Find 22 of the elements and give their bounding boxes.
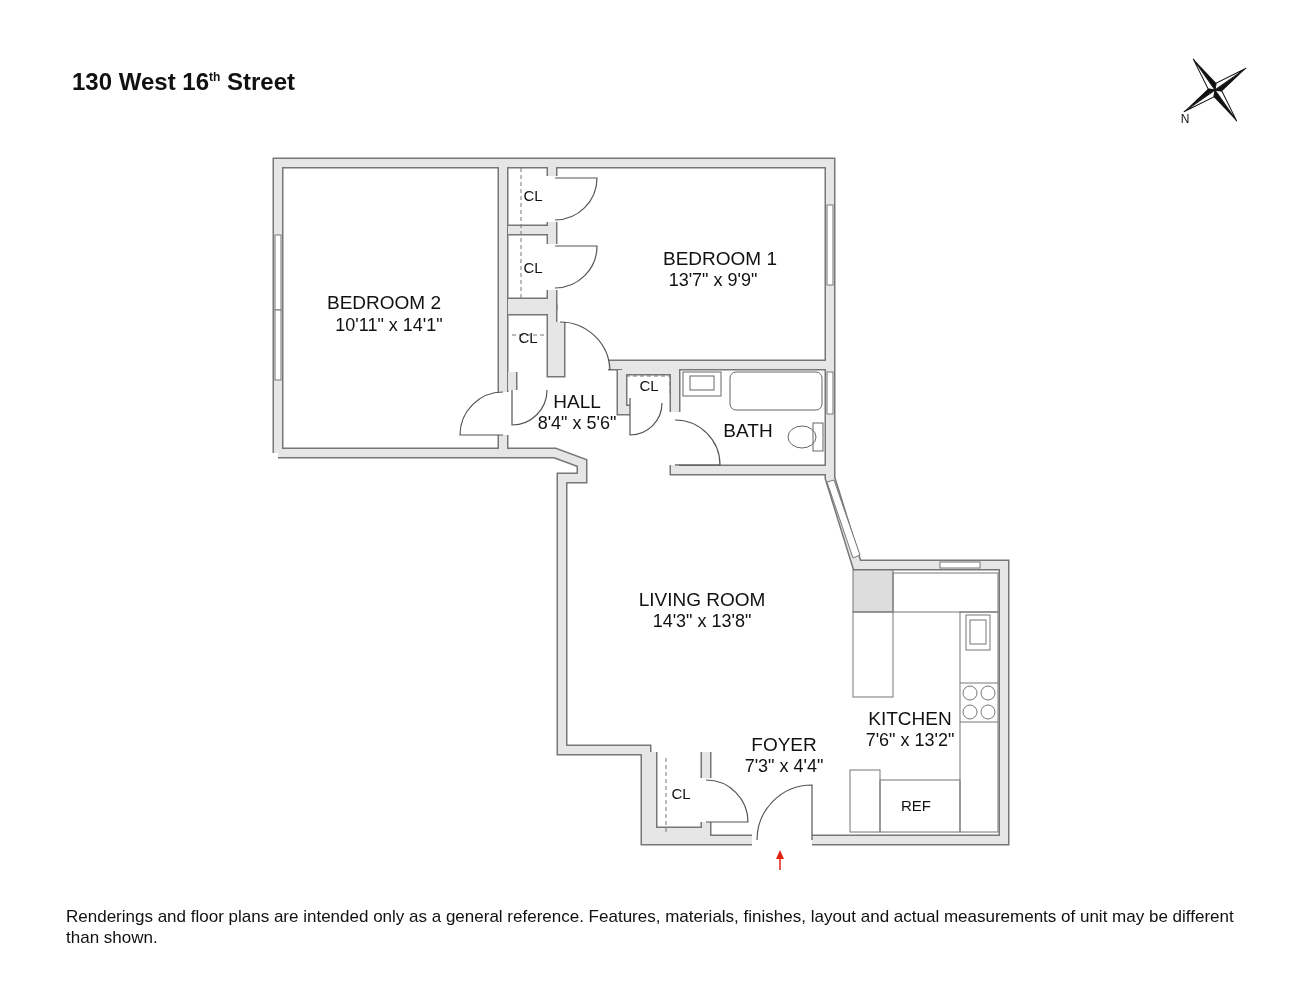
room-name: LIVING ROOM bbox=[638, 589, 766, 611]
room-dimensions: 10'11" x 14'1" bbox=[335, 316, 443, 336]
room-name: BATH bbox=[723, 420, 773, 442]
room-name: KITCHEN bbox=[868, 708, 952, 730]
appliance-label: REF bbox=[901, 797, 931, 815]
room-dimensions: 7'3" x 4'4" bbox=[744, 757, 824, 777]
title: 130 West 16$^{th}$ Street bbox=[72, 68, 295, 96]
closet-label: CL bbox=[639, 377, 659, 395]
closet-label: CL bbox=[671, 785, 691, 803]
closet-label: CL bbox=[523, 259, 543, 277]
room-dimensions: 7'6" x 13'2" bbox=[865, 731, 955, 751]
room-dimensions: 14'3" x 13'8" bbox=[652, 612, 752, 632]
room-dimensions: 8'4" x 5'6" bbox=[537, 414, 617, 434]
room-name: BEDROOM 1 bbox=[663, 248, 777, 270]
closet-label: CL bbox=[518, 329, 538, 347]
room-name: FOYER bbox=[751, 734, 817, 756]
closet-label: CL bbox=[523, 187, 543, 205]
disclaimer-caption: Renderings and floor plans are intended only as a general reference. Features, materials, finishes, layout and actual measurements of unit may be different than shown. bbox=[66, 906, 1235, 948]
room-dimensions: 13'7" x 9'9" bbox=[668, 271, 758, 291]
room-name: HALL bbox=[553, 391, 601, 413]
compass-north-label: N bbox=[1180, 113, 1190, 127]
room-name: BEDROOM 2 bbox=[327, 292, 441, 314]
